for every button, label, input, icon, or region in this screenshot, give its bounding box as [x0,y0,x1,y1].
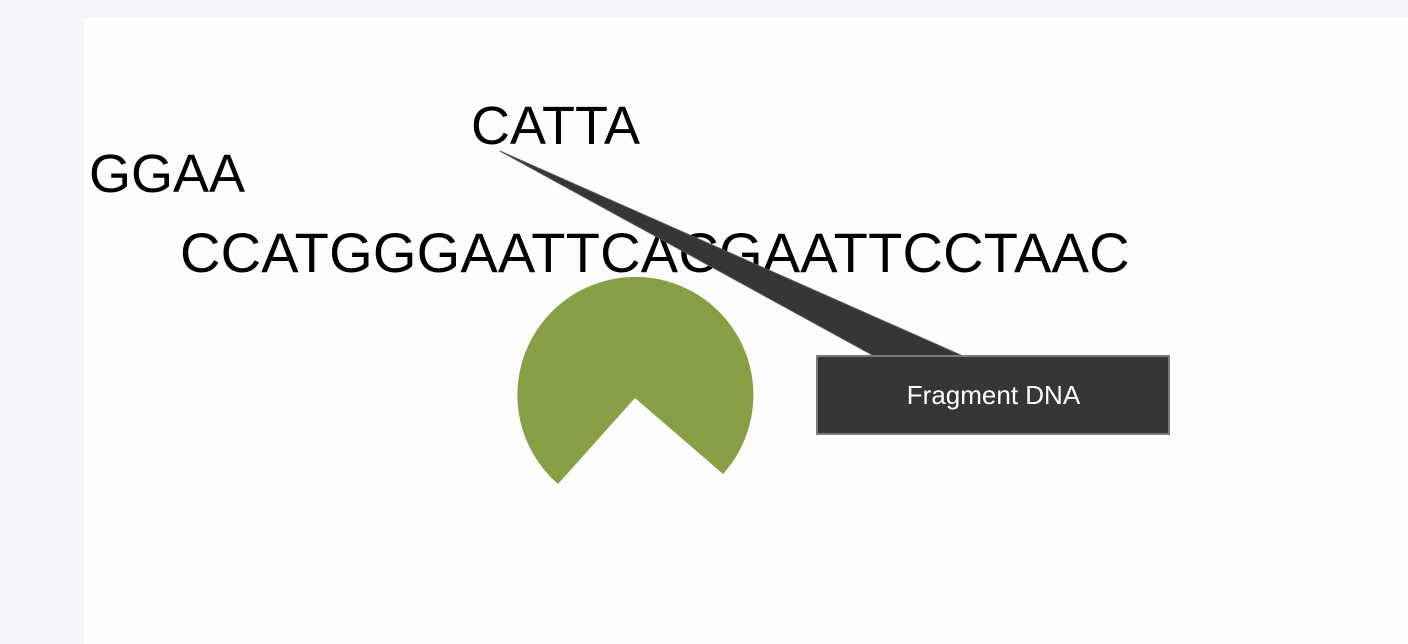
callout-box [816,355,1170,435]
slide-canvas [84,18,1408,644]
enzyme-shape-icon [517,276,754,484]
callout-pointer [499,150,966,358]
left-margin-strip [0,0,84,644]
sequence-fragment-top: CATTA [471,96,640,156]
callout-label: Fragment DNA [906,380,1081,410]
sequence-fragment-left: GGAA [89,144,246,204]
